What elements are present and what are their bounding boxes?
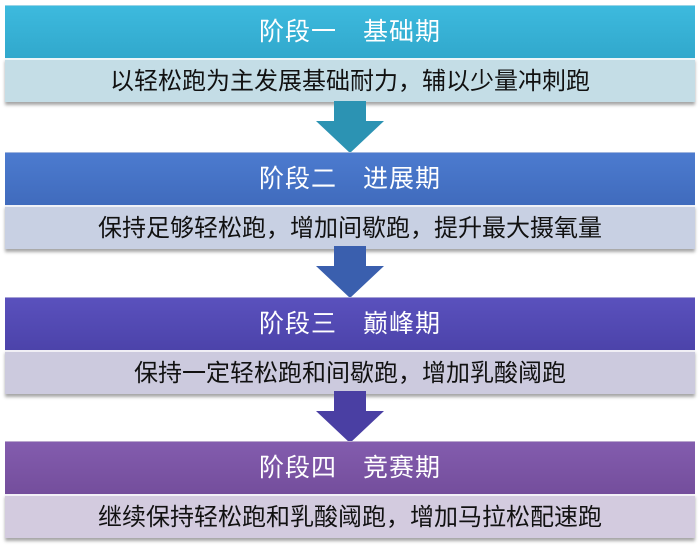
down-arrow-icon (316, 246, 384, 298)
stage-4: 阶段四 竞赛期 继续保持轻松跑和乳酸阈跑，增加马拉松配速跑 (5, 441, 695, 538)
stage-2: 阶段二 进展期 保持足够轻松跑，增加间歇跑，提升最大摄氧量 (5, 152, 695, 249)
stage-2-description: 保持足够轻松跑，增加间歇跑，提升最大摄氧量 (5, 205, 695, 249)
stage-4-title: 阶段四 竞赛期 (5, 441, 695, 494)
stage-3: 阶段三 巅峰期 保持一定轻松跑和间歇跑，增加乳酸阈跑 (5, 297, 695, 394)
stage-4-description: 继续保持轻松跑和乳酸阈跑，增加马拉松配速跑 (5, 494, 695, 538)
stage-1: 阶段一 基础期 以轻松跑为主发展基础耐力，辅以少量冲刺跑 (5, 5, 695, 102)
stage-1-title: 阶段一 基础期 (5, 5, 695, 58)
stage-2-title: 阶段二 进展期 (5, 152, 695, 205)
down-arrow-icon (316, 391, 384, 443)
stage-3-title: 阶段三 巅峰期 (5, 297, 695, 350)
stage-1-description: 以轻松跑为主发展基础耐力，辅以少量冲刺跑 (5, 58, 695, 102)
down-arrow-icon (316, 101, 384, 153)
stage-3-description: 保持一定轻松跑和间歇跑，增加乳酸阈跑 (5, 350, 695, 394)
